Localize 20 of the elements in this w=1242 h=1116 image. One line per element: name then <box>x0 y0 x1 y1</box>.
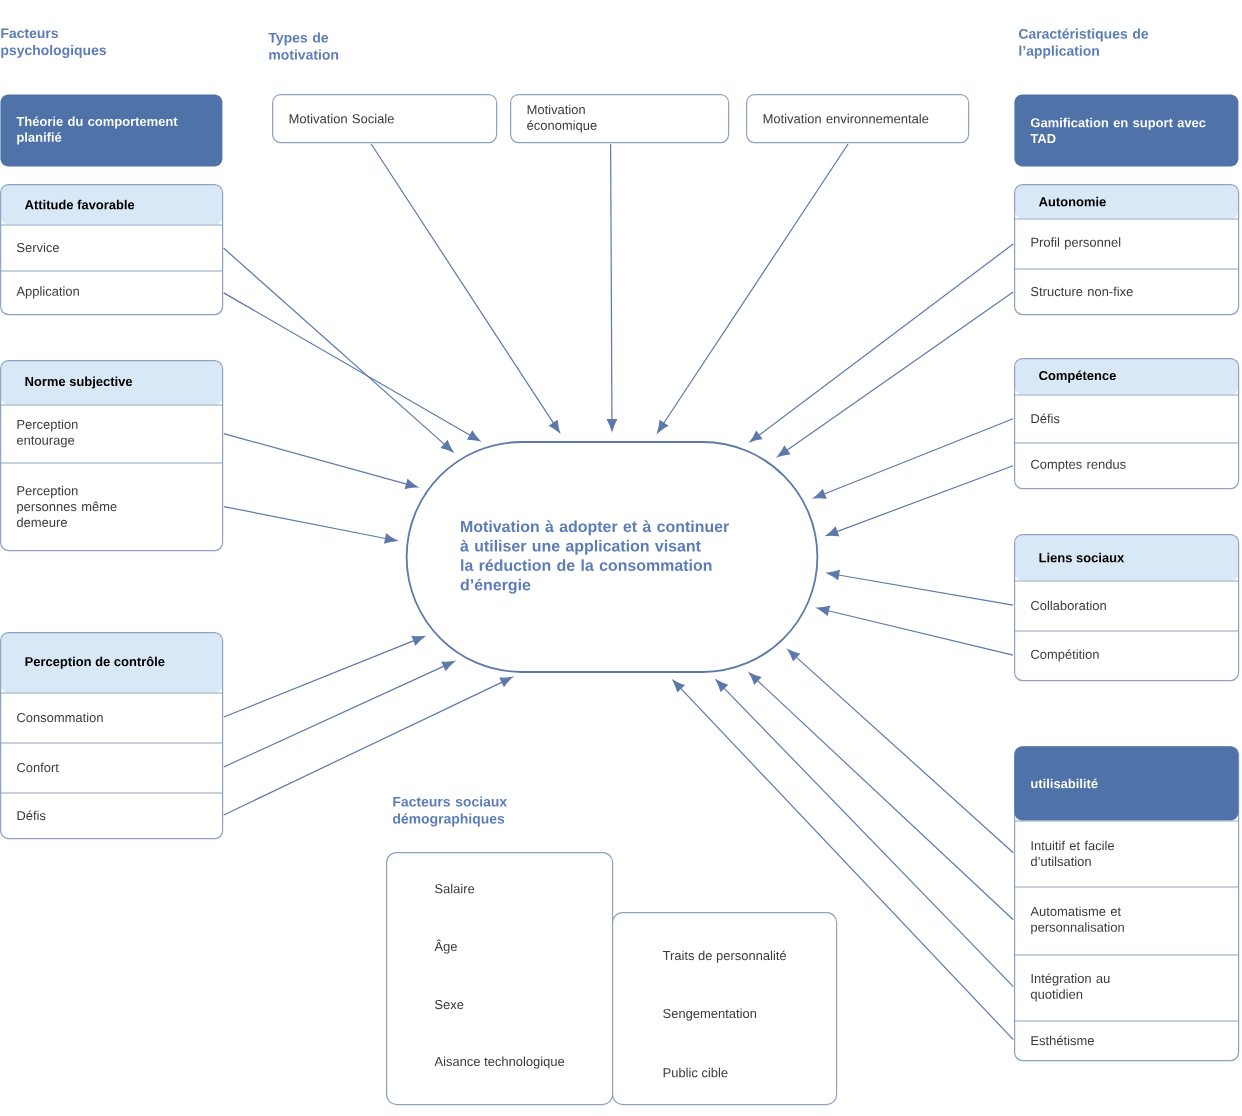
arrow <box>777 291 1014 458</box>
arrow <box>223 505 398 544</box>
arrow <box>606 143 617 432</box>
arrow <box>672 679 1014 1041</box>
arrow <box>748 672 1014 921</box>
arrow <box>749 243 1014 443</box>
arrow <box>813 418 1014 499</box>
arrow <box>223 635 425 718</box>
arrow <box>657 143 849 434</box>
arrow <box>223 433 418 489</box>
arrow <box>223 660 455 768</box>
arrow <box>223 676 513 816</box>
arrow <box>715 679 1014 988</box>
arrow <box>370 143 561 433</box>
arrow <box>817 605 1014 656</box>
arrow <box>787 649 1014 854</box>
arrow <box>826 465 1014 537</box>
arrow <box>223 292 481 442</box>
arrow <box>222 247 454 453</box>
arrow <box>827 570 1014 606</box>
